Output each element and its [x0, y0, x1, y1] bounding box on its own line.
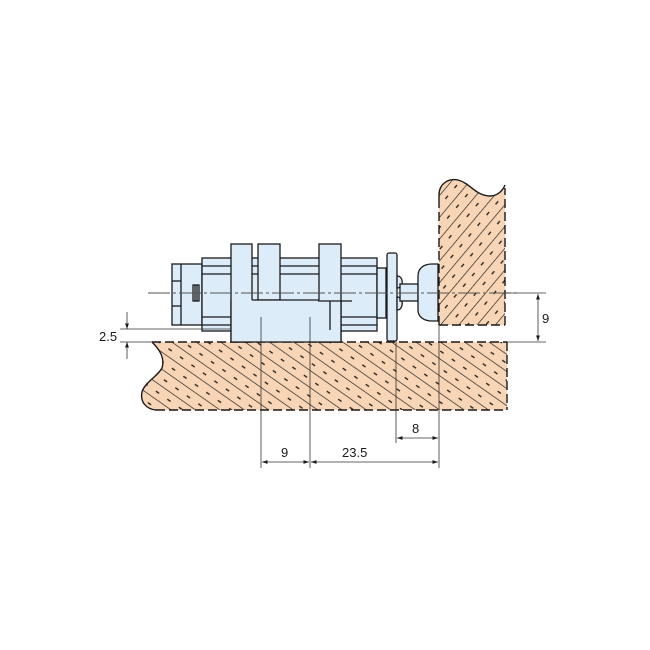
- dim-label-23-5: 23.5: [342, 445, 367, 460]
- flange: [386, 252, 398, 342]
- dim-label-8: 8: [412, 421, 419, 436]
- dim-slot-to-door: 23.5: [311, 445, 438, 464]
- extension-lines: [260, 317, 440, 468]
- dim-flange-to-door: 8: [397, 421, 438, 440]
- mount-fin-2: [257, 243, 281, 301]
- base-panel: [140, 341, 508, 411]
- dim-center-height: 9: [505, 292, 549, 343]
- base-panel-hatch: [141, 342, 507, 410]
- dim-offset-vertical: 2.5: [99, 312, 231, 359]
- dim-label-9-right: 9: [542, 311, 549, 326]
- plunger-shaft: [399, 283, 419, 302]
- dim-slot-spacing: 9: [262, 445, 309, 464]
- push-head: [417, 263, 439, 322]
- dim-label-9-bottom: 9: [281, 445, 288, 460]
- door-panel-hatch: [439, 179, 505, 325]
- door-panel: [438, 178, 506, 326]
- dim-label-2-5: 2.5: [99, 329, 117, 344]
